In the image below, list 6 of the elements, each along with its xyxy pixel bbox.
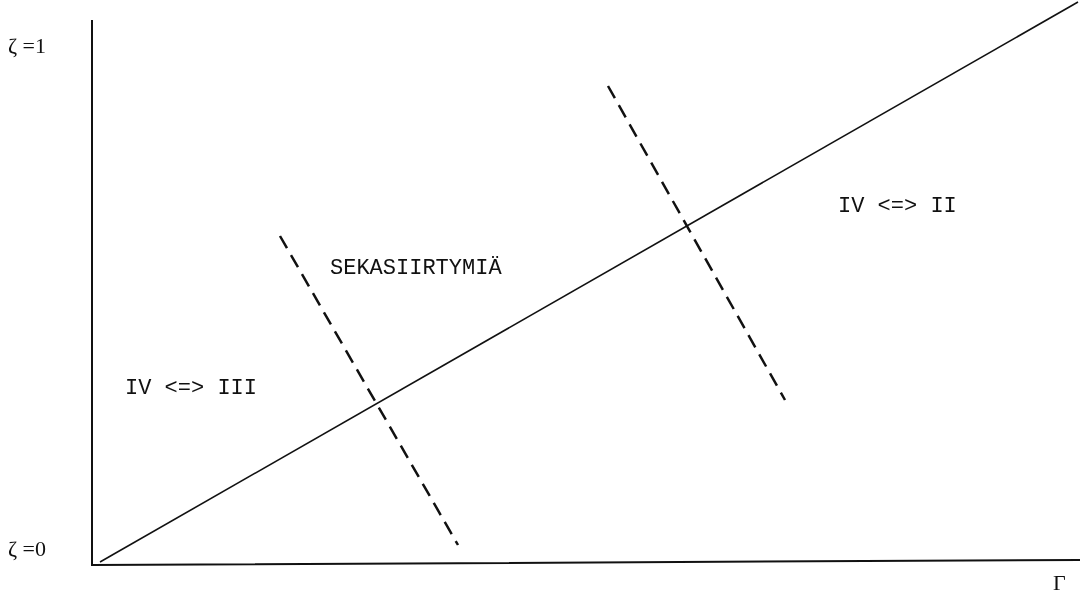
- axis-label: ζ =1: [8, 35, 47, 57]
- axis-label: Γ: [1053, 572, 1066, 591]
- region-label: IV <=> II: [838, 196, 957, 218]
- region-label: SEKASIIRTYMIÄ: [330, 258, 502, 280]
- axis-label: ζ =0: [8, 538, 47, 560]
- region-label: IV <=> III: [125, 378, 258, 400]
